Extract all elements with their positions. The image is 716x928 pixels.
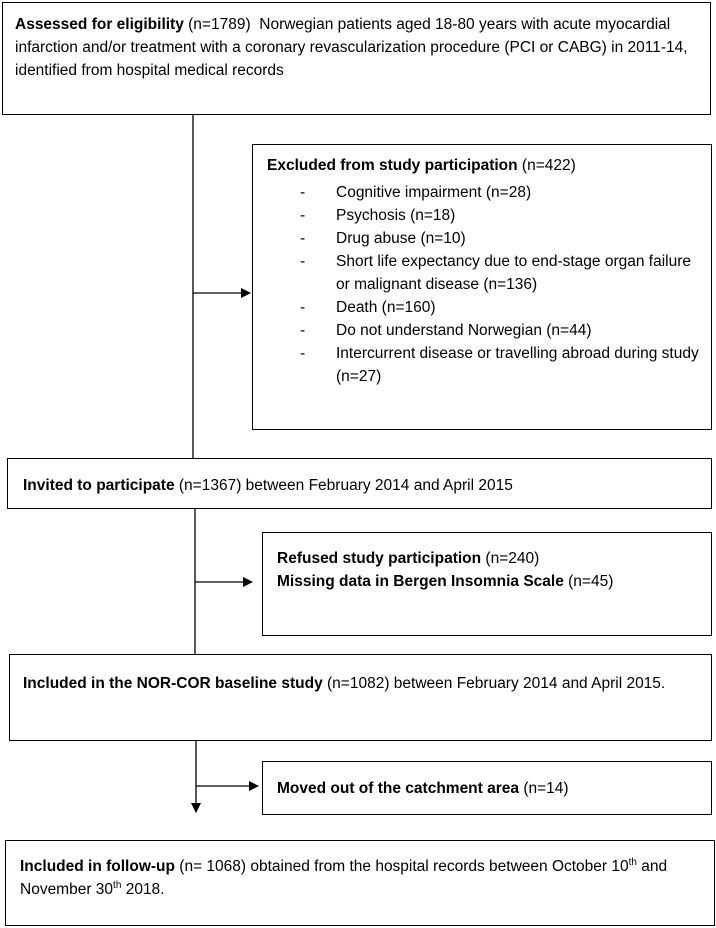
invited-description: (n=1367) between February 2014 and April… bbox=[174, 477, 513, 494]
exclusion-item: Cognitive impairment (n=28) bbox=[267, 181, 703, 204]
eligibility-count: (n=1789) bbox=[183, 16, 251, 33]
refused-title: Refused study participation bbox=[277, 550, 482, 567]
exclusion-list: Cognitive impairment (n=28) Psychosis (n… bbox=[267, 181, 703, 388]
invited-box: Invited to participate (n=1367) between … bbox=[7, 458, 712, 509]
baseline-box: Included in the NOR-COR baseline study (… bbox=[9, 654, 712, 741]
exclusion-item: Do not understand Norwegian (n=44) bbox=[267, 319, 703, 342]
exclusion-item: Short life expectancy due to end-stage o… bbox=[267, 250, 703, 296]
excluded-title: Excluded from study participation bbox=[267, 157, 518, 174]
excluded-count: (n=422) bbox=[517, 157, 576, 174]
ordinal-suffix: th bbox=[628, 856, 637, 868]
ordinal-suffix: th bbox=[113, 879, 122, 891]
excluded-box: Excluded from study participation (n=422… bbox=[252, 144, 712, 430]
followup-text-2: and November 30 bbox=[20, 858, 668, 898]
refused-count: (n=240) bbox=[481, 550, 540, 567]
baseline-description: (n=1082) between February 2014 and April… bbox=[322, 675, 666, 692]
exclusion-item: Death (n=160) bbox=[267, 296, 703, 319]
refused-box: Refused study participation (n=240) Miss… bbox=[262, 532, 712, 636]
followup-text-3: 2018. bbox=[121, 881, 165, 898]
followup-box: Included in follow-up (n= 1068) obtained… bbox=[5, 840, 715, 926]
exclusion-item: Drug abuse (n=10) bbox=[267, 227, 703, 250]
eligibility-title: Assessed for eligibility bbox=[15, 16, 184, 33]
eligibility-box: Assessed for eligibility (n=1789) Norweg… bbox=[2, 2, 711, 115]
exclusion-item: Intercurrent disease or travelling abroa… bbox=[267, 342, 703, 388]
invited-title: Invited to participate bbox=[23, 477, 175, 494]
missing-data-title: Missing data in Bergen Insomnia Scale bbox=[277, 573, 564, 590]
moved-title: Moved out of the catchment area bbox=[277, 780, 520, 797]
followup-title: Included in follow-up bbox=[20, 858, 175, 875]
eligibility-description: Norwegian patients aged 18-80 years with… bbox=[15, 16, 692, 79]
exclusion-item: Psychosis (n=18) bbox=[267, 204, 703, 227]
baseline-title: Included in the NOR-COR baseline study bbox=[23, 675, 323, 692]
moved-count: (n=14) bbox=[519, 780, 569, 797]
followup-text-1: (n= 1068) obtained from the hospital rec… bbox=[174, 858, 629, 875]
moved-box: Moved out of the catchment area (n=14) bbox=[262, 761, 712, 815]
missing-data-count: (n=45) bbox=[563, 573, 614, 590]
